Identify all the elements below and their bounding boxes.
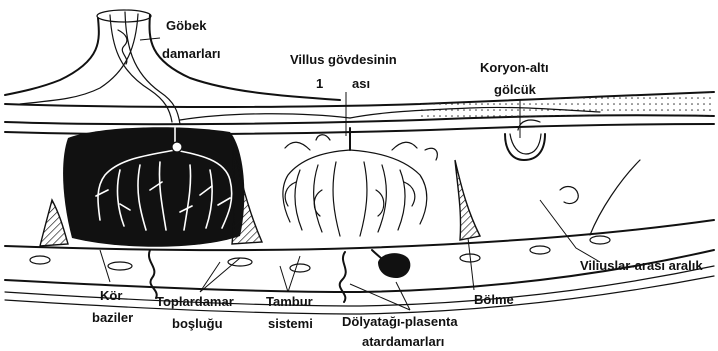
dark-cotyledon [63,127,244,247]
label-stem-villus-1: Villus gövdesinin [290,52,397,67]
label-stem-villus-3: ası [352,76,370,91]
label-tambour-2: sistemi [268,316,313,331]
label-basal-2: baziler [92,310,133,325]
label-spiral-1: Dölyatağı-plasenta [342,314,458,329]
label-septum: Bölme [474,292,514,307]
label-spiral-2: atardamarları [362,334,444,349]
label-subchorial-2: gölcük [494,82,537,97]
label-umbilical-1: Göbek [166,18,207,33]
lateral-villi [560,160,640,235]
label-basal-1: Kör [100,288,122,303]
label-venous-2: boşluğu [172,316,223,331]
label-venous-1: Toplardamar [156,294,234,309]
label-umbilical-2: damarları [162,46,221,61]
label-stem-villus-2: 1 [316,76,323,91]
label-tambour-1: Tambur [266,294,313,309]
villous-tree [283,128,437,236]
chorionic-plate [5,92,714,134]
label-subchorial-1: Koryon-altı [480,60,549,75]
label-intervillous: Viliuslar-arası aralık [580,258,703,273]
